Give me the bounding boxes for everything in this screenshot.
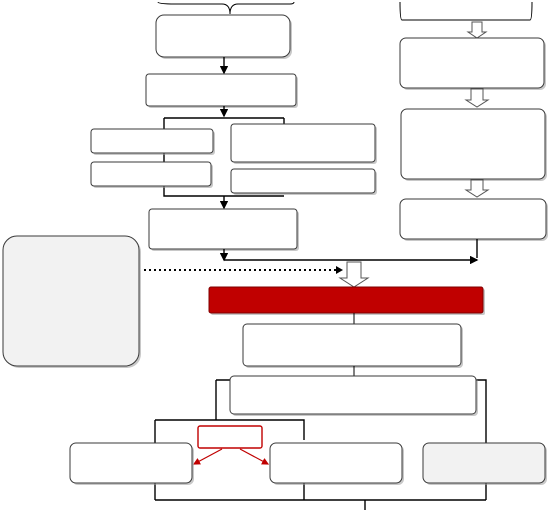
hollow-arrow-r2: [464, 179, 490, 198]
box-bottom-3: [422, 442, 547, 485]
box-center-1: [242, 323, 463, 368]
note-box: [2, 235, 141, 368]
box-left-1: [155, 14, 292, 59]
top-right-brace: [399, 1, 533, 21]
box-bottom-2: [269, 442, 404, 485]
dotted-arrow-head: [336, 266, 343, 274]
box-right-1: [399, 37, 546, 90]
box-right-3: [399, 198, 548, 241]
hollow-arrow-merge: [338, 261, 370, 288]
box-center-2: [229, 375, 478, 416]
box-bottom-1: [69, 442, 194, 485]
box-left-3: [148, 208, 299, 251]
box-side-c: [230, 123, 377, 164]
red-outline-box: [197, 425, 263, 449]
box-side-d: [230, 168, 377, 195]
red-arrow-right: [239, 448, 270, 465]
box-side-b: [90, 161, 213, 188]
top-brace: [157, 1, 295, 15]
box-right-2: [400, 108, 547, 181]
hollow-arrow-r1: [464, 88, 490, 108]
highlight-box: [208, 286, 485, 315]
hollow-arrow-r0: [466, 21, 488, 39]
red-arrow-left: [192, 448, 223, 465]
bottom-bracket-top: [155, 419, 305, 440]
box-left-2: [145, 73, 298, 108]
box-side-a: [90, 128, 215, 155]
